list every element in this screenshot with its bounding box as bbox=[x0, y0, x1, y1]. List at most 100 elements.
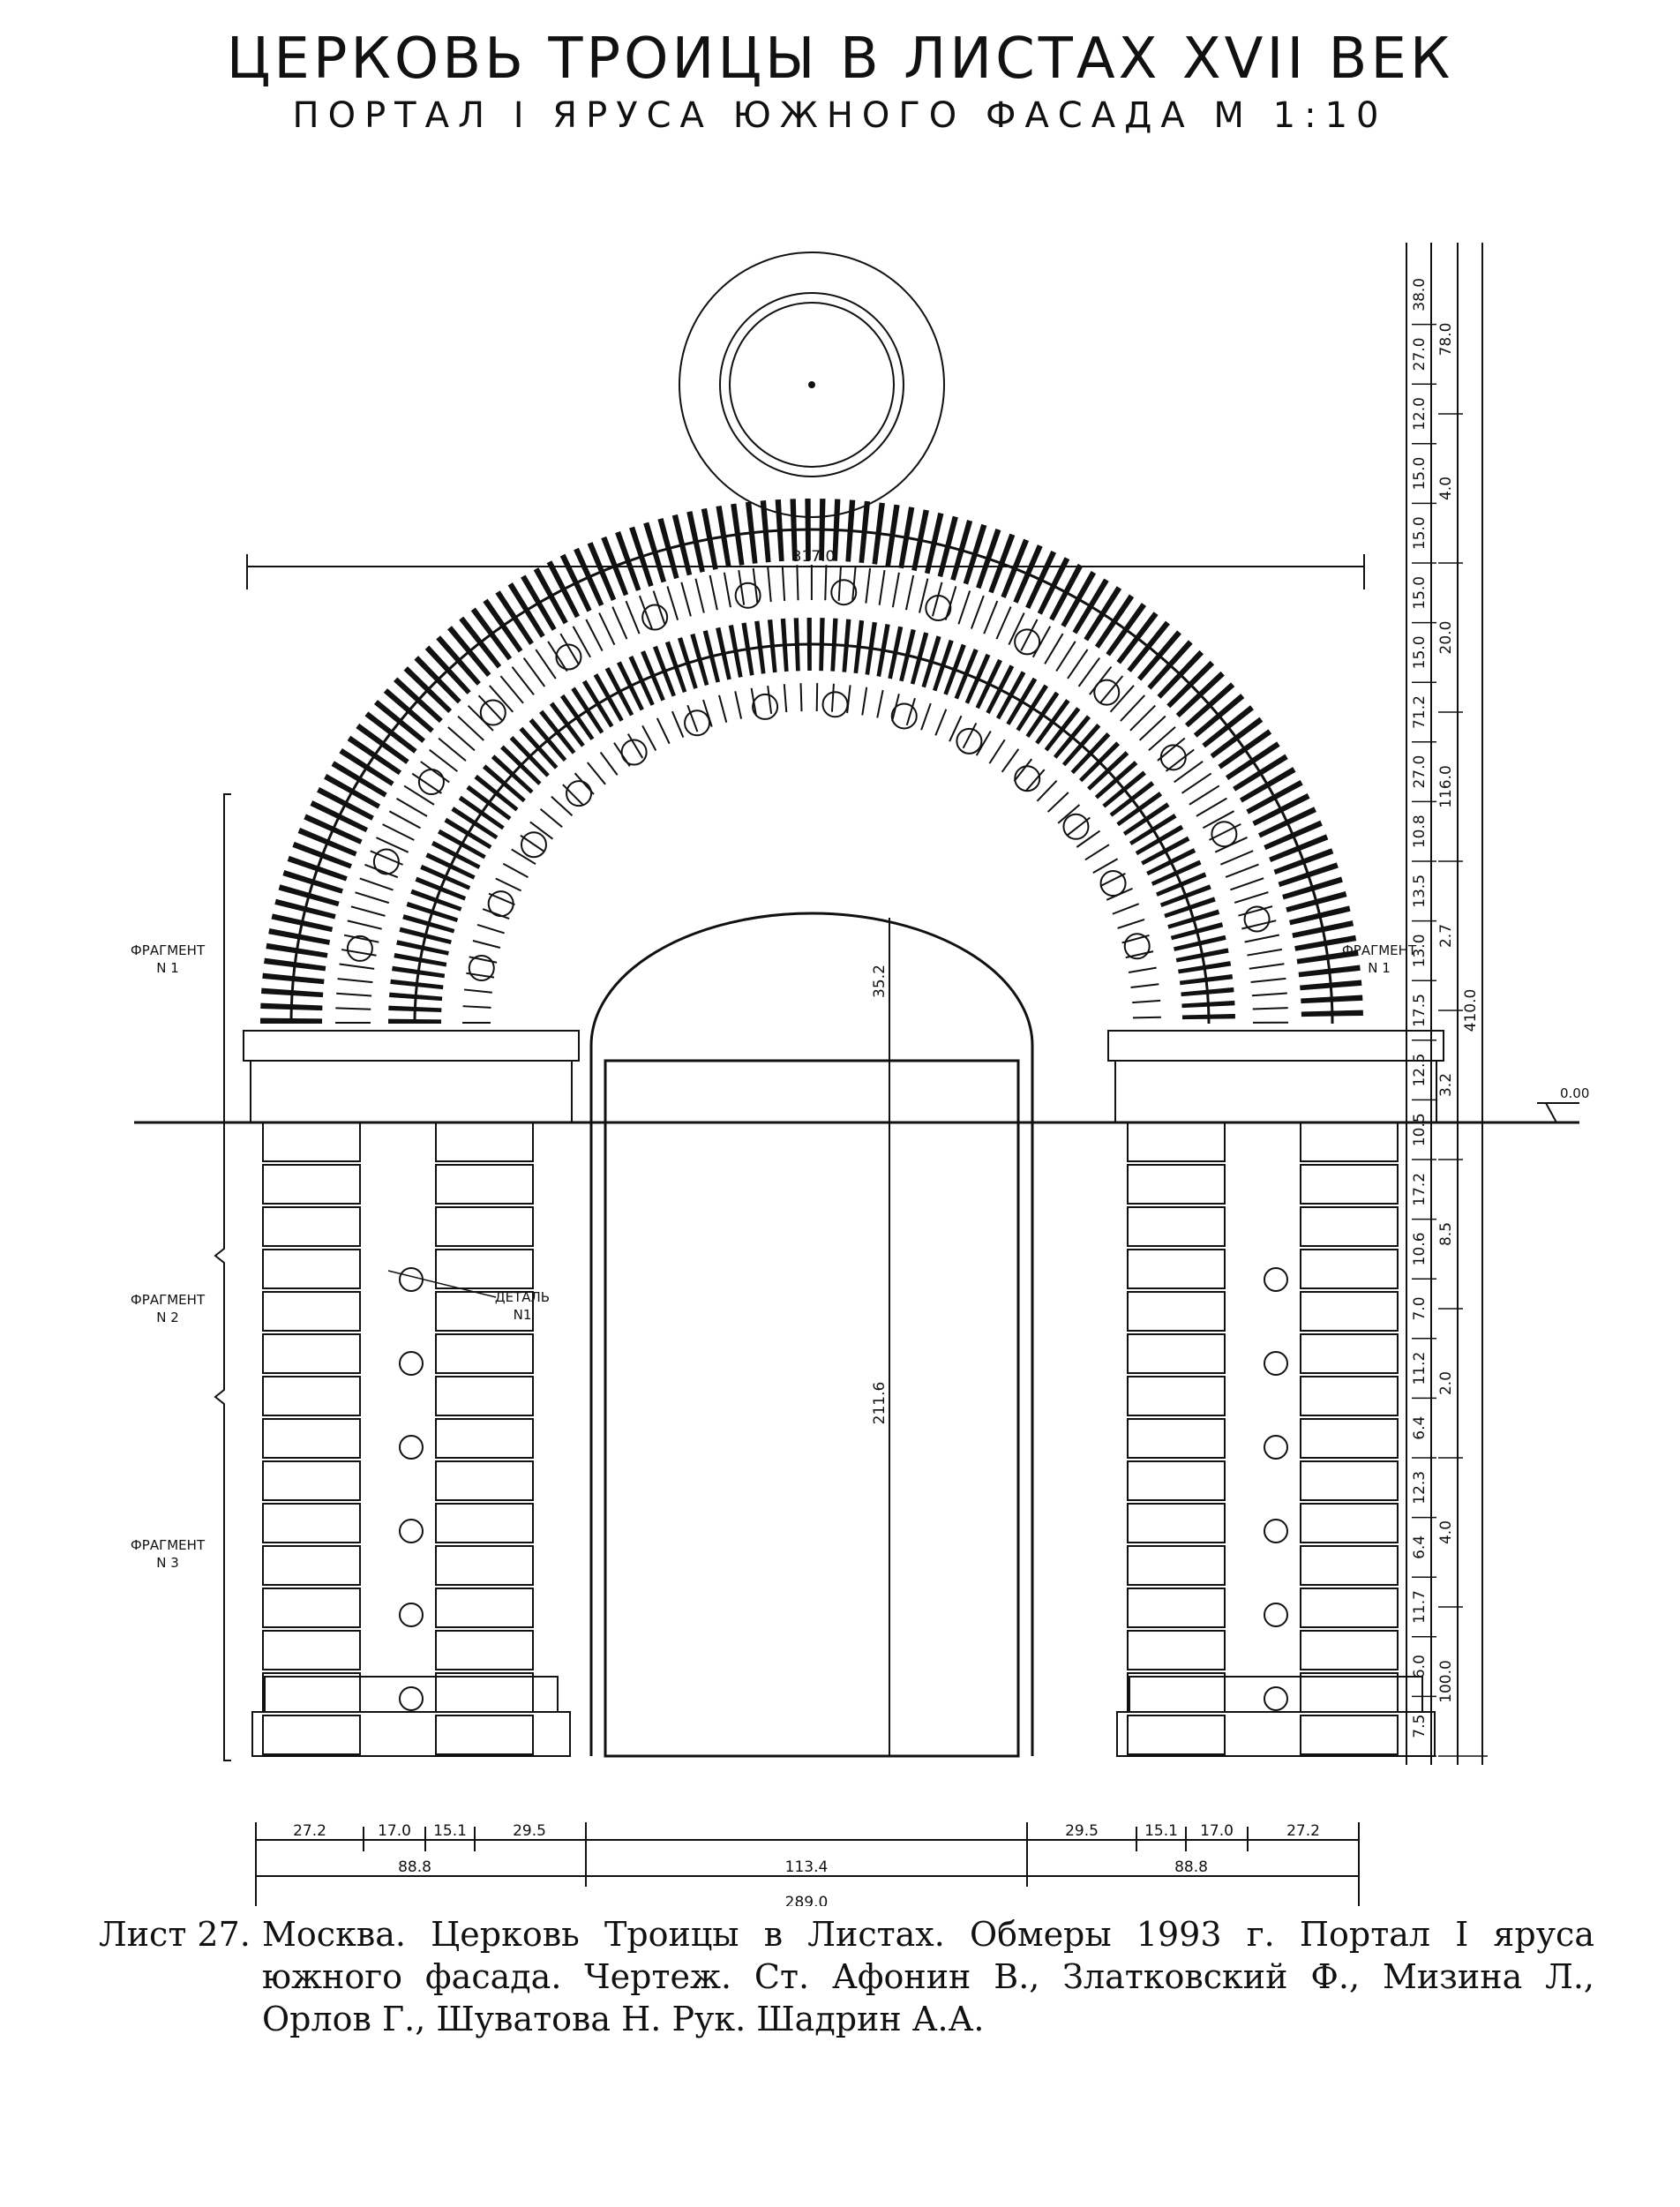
arch-rosette bbox=[346, 935, 373, 962]
arch-rosette bbox=[752, 693, 779, 720]
pier-block bbox=[435, 1164, 534, 1205]
pier-block bbox=[435, 1715, 534, 1755]
arch-rosette bbox=[734, 582, 761, 609]
dim-right-column-1: 27.0 bbox=[1411, 337, 1429, 371]
dim-right-column-1: 17.5 bbox=[1411, 994, 1429, 1027]
arch-rosette bbox=[925, 594, 952, 621]
dim-right-column-1: 15.0 bbox=[1411, 457, 1429, 491]
dim-right-column-1: 6.0 bbox=[1411, 1655, 1429, 1678]
arch-rosette bbox=[641, 604, 669, 631]
oculus-inner bbox=[729, 302, 895, 468]
pier-block bbox=[435, 1249, 534, 1289]
pier-block bbox=[243, 1030, 580, 1062]
dim-right-column-1: 71.2 bbox=[1411, 695, 1429, 729]
pier-block bbox=[1127, 1588, 1226, 1628]
arch-rosette bbox=[1243, 905, 1271, 933]
dim-right-column-1: 17.2 bbox=[1411, 1173, 1429, 1206]
pier-block bbox=[264, 1676, 559, 1713]
dim-right-column-1: 15.0 bbox=[1411, 635, 1429, 669]
label-level-zero: 0.00 bbox=[1560, 1085, 1589, 1101]
label-fragment-1-left-a: ФРАГМЕНТ bbox=[131, 942, 206, 958]
pier-block bbox=[1127, 1545, 1226, 1586]
pier-block bbox=[1127, 1333, 1226, 1374]
dim-right-column-1: 12.3 bbox=[1411, 1471, 1429, 1505]
pier-block bbox=[1114, 1060, 1437, 1123]
pier-block bbox=[1300, 1715, 1399, 1755]
dim-right-column-1: 12.0 bbox=[1411, 397, 1429, 431]
rosette bbox=[399, 1267, 424, 1292]
dim-total-width: 289.0 bbox=[785, 1894, 829, 1906]
pier-block bbox=[435, 1630, 534, 1670]
pier-block bbox=[435, 1460, 534, 1501]
dim-right-column-2: 8.5 bbox=[1437, 1222, 1455, 1246]
pier-block bbox=[435, 1206, 534, 1247]
pier-block bbox=[435, 1376, 534, 1416]
dim-left-pier: 88.8 bbox=[398, 1858, 431, 1876]
dim-right-column-1: 6.4 bbox=[1411, 1416, 1429, 1440]
dim-right-column-2: 4.0 bbox=[1437, 1520, 1455, 1544]
caption-number: Лист 27. bbox=[99, 1915, 251, 1954]
arch-rosette bbox=[956, 727, 983, 754]
pier-block bbox=[1300, 1122, 1399, 1162]
label-detail-1-a: ДЕТАЛЬ bbox=[495, 1289, 550, 1305]
arch-rosette bbox=[821, 691, 849, 718]
pier-block bbox=[262, 1715, 361, 1755]
dim-right-column-2: 20.0 bbox=[1437, 621, 1455, 655]
pier-block bbox=[262, 1376, 361, 1416]
door-opening bbox=[589, 912, 1034, 1756]
arch-rosette bbox=[417, 768, 445, 795]
arch-rosette bbox=[1014, 765, 1041, 792]
label-detail-1-b: N1 bbox=[514, 1307, 532, 1323]
arch-rosette bbox=[520, 831, 547, 859]
drawing-title: ЦЕРКОВЬ ТРОИЦЫ В ЛИСТАХ XVII ВЕК bbox=[226, 26, 1454, 92]
pier-block bbox=[435, 1122, 534, 1162]
dim-right-column-1: 10.6 bbox=[1411, 1232, 1429, 1265]
door-leaf bbox=[604, 1059, 1020, 1758]
pier-block bbox=[262, 1164, 361, 1205]
dim-right-column-1: 10.8 bbox=[1411, 814, 1429, 848]
pier-block bbox=[1127, 1503, 1226, 1543]
dim-right-column-2: 2.7 bbox=[1437, 924, 1455, 948]
dim-right-column-1: 27.0 bbox=[1411, 755, 1429, 789]
label-fragment-1-right-b: N 1 bbox=[1368, 960, 1391, 976]
pier-block bbox=[435, 1503, 534, 1543]
dim-right-column-1: 11.2 bbox=[1411, 1352, 1429, 1385]
pier-block bbox=[1300, 1249, 1399, 1289]
arch-rosette bbox=[487, 890, 514, 918]
rosette bbox=[1264, 1435, 1288, 1460]
dim-right-column-2: 78.0 bbox=[1437, 323, 1455, 357]
rosette bbox=[399, 1519, 424, 1543]
pier-block bbox=[1300, 1630, 1399, 1670]
pier-block bbox=[1300, 1672, 1399, 1713]
pier-block bbox=[1300, 1164, 1399, 1205]
rosette bbox=[399, 1686, 424, 1711]
arch-rosette bbox=[1211, 821, 1238, 848]
pier-block bbox=[1127, 1460, 1226, 1501]
dim-right-column-2: 4.0 bbox=[1437, 477, 1455, 500]
pier-block bbox=[1300, 1503, 1399, 1543]
dim-bottom-right-1: 29.5 bbox=[1065, 1822, 1099, 1840]
dim-door-width: 113.4 bbox=[785, 1858, 829, 1876]
pier-block bbox=[1300, 1206, 1399, 1247]
rosette bbox=[1264, 1351, 1288, 1376]
pier-block bbox=[262, 1672, 361, 1713]
arch-rosette bbox=[620, 739, 648, 766]
dim-bottom-right-4: 27.2 bbox=[1286, 1822, 1320, 1840]
dim-right-column-1: 7.0 bbox=[1411, 1296, 1429, 1320]
dim-right-column-1: 15.0 bbox=[1411, 576, 1429, 610]
pier-block bbox=[262, 1206, 361, 1247]
dim-right-pier: 88.8 bbox=[1174, 1858, 1208, 1876]
drawing-subtitle: ПОРТАЛ I ЯРУСА ЮЖНОГО ФАСАДА М 1:10 bbox=[292, 95, 1388, 136]
pier-block bbox=[435, 1588, 534, 1628]
pier-block bbox=[435, 1333, 534, 1374]
dim-bottom-left-3: 15.1 bbox=[433, 1822, 467, 1840]
rosette bbox=[399, 1435, 424, 1460]
rosette-band-outer bbox=[335, 565, 1288, 1025]
arch-rosette bbox=[566, 780, 593, 807]
oculus-middle bbox=[719, 292, 904, 477]
oculus-outer bbox=[679, 251, 945, 518]
arch-rosette bbox=[1093, 679, 1121, 706]
pier-block bbox=[1127, 1122, 1226, 1162]
pier-block bbox=[1127, 1672, 1226, 1713]
arch-rosette bbox=[890, 702, 918, 730]
